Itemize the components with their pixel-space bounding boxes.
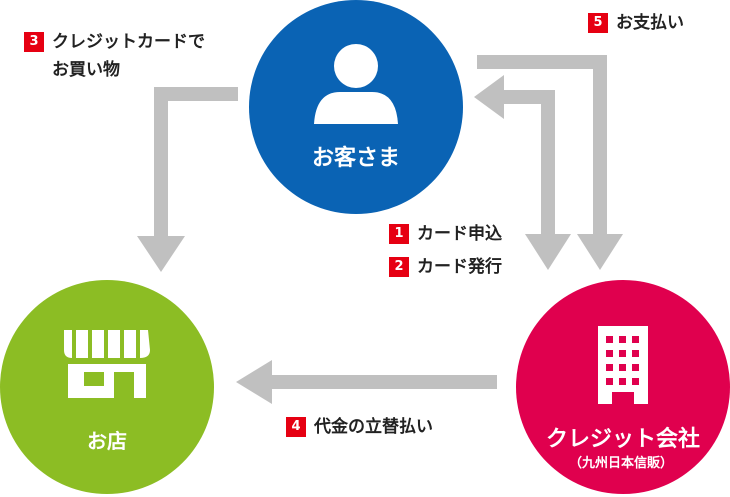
customer-label: お客さま xyxy=(311,146,401,171)
arrows xyxy=(137,55,623,404)
arrow-company-down-head xyxy=(525,234,571,270)
arrow-customer-to-shop xyxy=(154,87,238,242)
step-badge: 3 xyxy=(24,32,44,52)
arrow-company-to-customer-head xyxy=(474,75,504,119)
arrow-company-to-shop-head xyxy=(236,360,272,404)
arrow-customer-to-company xyxy=(477,55,607,240)
step-text-line: クレジットカードで xyxy=(52,32,205,52)
card-company-sublabel: （九州日本信販） xyxy=(568,456,674,471)
step-text: 代金の立替払い xyxy=(314,417,433,437)
step-2: 2 カード発行 xyxy=(389,253,502,281)
step-text: クレジットカードで お買い物 xyxy=(52,28,205,84)
arrow-customer-to-shop-head xyxy=(137,236,185,272)
step-badge: 2 xyxy=(389,257,409,277)
shop-icon xyxy=(64,330,150,398)
step-3: 3 クレジットカードで お買い物 xyxy=(24,28,205,84)
arrow-company-to-customer xyxy=(498,90,555,234)
step-1: 1 カード申込 xyxy=(389,220,502,248)
step-text: カード発行 xyxy=(417,257,502,277)
step-badge: 5 xyxy=(588,13,608,33)
step-badge: 1 xyxy=(389,224,409,244)
shop-label: お店 xyxy=(87,429,127,453)
person-icon xyxy=(314,44,398,124)
card-company-label: クレジット会社 xyxy=(545,427,701,452)
step-badge: 4 xyxy=(286,417,306,437)
building-icon xyxy=(598,326,648,404)
step-text: カード申込 xyxy=(417,224,502,244)
step-5: 5 お支払い xyxy=(588,9,684,37)
step-4: 4 代金の立替払い xyxy=(286,413,433,441)
step-text-line: お買い物 xyxy=(52,60,120,80)
step-text: お支払い xyxy=(616,13,684,33)
arrow-customer-to-company-head xyxy=(577,234,623,270)
